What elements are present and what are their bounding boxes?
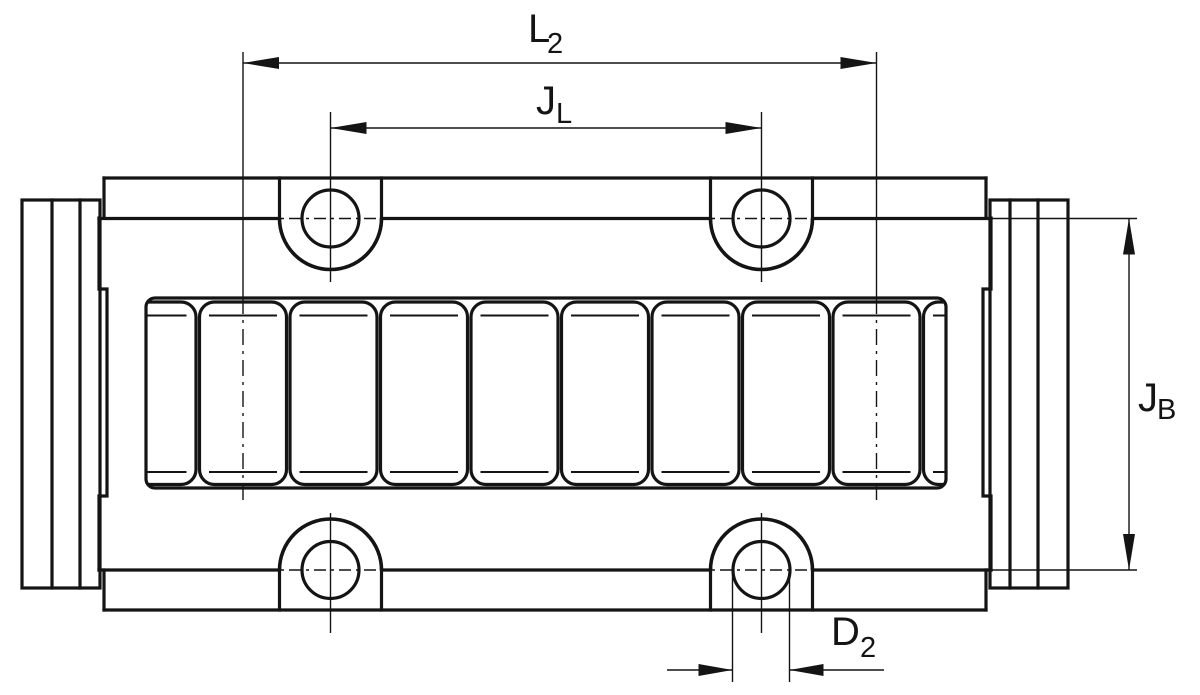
boss-walls xyxy=(708,176,815,221)
arrowhead-left-icon xyxy=(789,664,824,676)
dimension-jl: JL xyxy=(330,79,762,134)
dimension-label-d2: D2 xyxy=(831,610,876,664)
body-left-edge xyxy=(97,216,109,572)
roller-set xyxy=(147,300,945,487)
dimension-l2: L2 xyxy=(243,7,877,69)
arrowhead-up-icon xyxy=(1123,218,1135,255)
roller-outline xyxy=(147,300,198,487)
roller-outline xyxy=(650,300,741,487)
roller-face-lines xyxy=(842,314,911,473)
roller-outline xyxy=(921,300,945,487)
carriage-body xyxy=(97,176,993,612)
roller xyxy=(147,300,198,487)
dimension-label-l2: L2 xyxy=(528,7,563,60)
dimension-label-jb: JB xyxy=(1138,376,1176,426)
arrowhead-right-icon xyxy=(725,122,762,134)
dimension-d2: D2 xyxy=(667,573,884,682)
roller-face-lines xyxy=(661,314,730,473)
body-right-edge xyxy=(981,216,993,572)
roller-face-lines xyxy=(299,314,368,473)
roller-outline xyxy=(288,300,379,487)
boss-walls xyxy=(277,176,384,221)
roller xyxy=(559,300,651,487)
roller xyxy=(378,300,470,487)
roller-face-lines xyxy=(571,314,639,473)
roller-outline xyxy=(469,300,560,487)
dimension-jb: JB xyxy=(991,217,1176,571)
arrowhead-right-icon xyxy=(698,664,733,676)
roller-face-lines xyxy=(209,314,277,473)
boss-walls xyxy=(277,568,384,612)
roller-outline xyxy=(740,300,832,487)
roller-outline xyxy=(378,300,470,487)
end-cap-left-outline xyxy=(20,198,102,590)
roller-outline xyxy=(559,300,651,487)
roller xyxy=(288,300,379,487)
centerlines xyxy=(242,52,878,633)
roller-face-lines xyxy=(752,314,820,473)
roller-face-lines xyxy=(147,314,187,473)
roller-face-lines xyxy=(480,314,549,473)
roller-face-lines xyxy=(390,314,458,473)
end-cap-right-outline xyxy=(988,198,1070,590)
roller xyxy=(921,300,945,487)
roller xyxy=(740,300,832,487)
roller-face-lines xyxy=(933,314,945,473)
arrowhead-left-icon xyxy=(243,57,279,69)
arrowhead-right-icon xyxy=(840,57,877,69)
arrowhead-left-icon xyxy=(330,122,367,134)
end-cap-right xyxy=(988,198,1070,590)
dimension-label-jl: JL xyxy=(536,79,572,130)
roller xyxy=(469,300,560,487)
end-cap-left xyxy=(20,198,102,590)
roller-track-outline xyxy=(144,296,948,490)
roller xyxy=(650,300,741,487)
arrowhead-down-icon xyxy=(1123,534,1135,570)
boss-walls xyxy=(708,568,815,612)
